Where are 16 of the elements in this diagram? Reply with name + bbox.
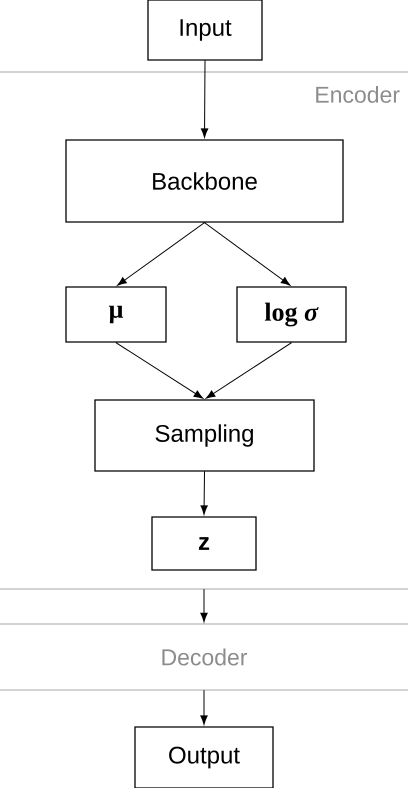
process-box: Output [134, 726, 274, 788]
arrow [204, 222, 290, 286]
arrow [200, 60, 208, 138]
process-box: Input [147, 0, 263, 61]
arrow [206, 342, 292, 399]
process-box: z [151, 516, 257, 571]
arrow [117, 222, 205, 286]
arrow [200, 690, 208, 725]
arrow [200, 588, 208, 622]
process-box: Backbone [65, 139, 344, 223]
decoder-band: Decoder [0, 624, 408, 690]
process-box: μ [65, 286, 167, 343]
arrow [116, 342, 204, 399]
arrow [200, 471, 208, 515]
process-box: log σ [236, 286, 347, 343]
process-box: Sampling [94, 399, 315, 472]
